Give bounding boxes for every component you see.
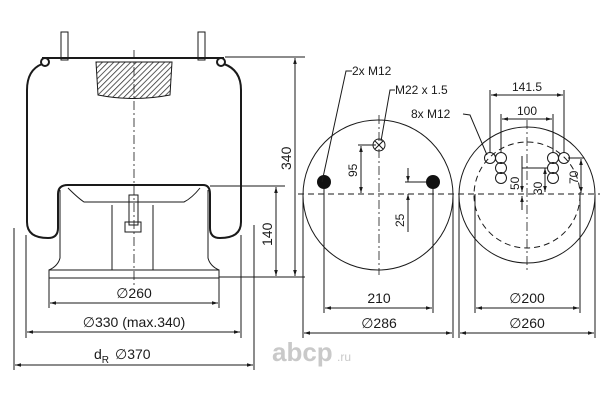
dim-30-label: 30 bbox=[531, 181, 545, 195]
dim-330-label: ∅330 (max.340) bbox=[83, 314, 185, 330]
bolt-holes bbox=[484, 152, 570, 184]
dim-50-label: 50 bbox=[508, 176, 522, 190]
bead-right bbox=[216, 57, 226, 67]
stud-left bbox=[60, 31, 69, 61]
dim-25-label: 25 bbox=[393, 213, 407, 227]
stud-hole-right bbox=[426, 175, 440, 189]
piston-cup bbox=[67, 187, 201, 203]
dim-200-label: ∅200 bbox=[509, 290, 545, 306]
watermark-brand: abcp bbox=[272, 337, 333, 367]
dim-95-label: 95 bbox=[346, 163, 360, 177]
leader-M22 bbox=[380, 89, 395, 142]
dim-260b-label: ∅260 bbox=[509, 315, 545, 331]
dim-100-label: 100 bbox=[517, 104, 537, 118]
leader-2xM12 bbox=[321, 70, 352, 183]
dim-370-label: dR∅370 bbox=[94, 346, 151, 366]
center-bolt bbox=[128, 194, 139, 226]
callout-8xM12: 8x M12 bbox=[411, 107, 451, 121]
callout-2xM12: 2x M12 bbox=[352, 64, 392, 78]
nut bbox=[124, 221, 142, 233]
side-view: 340 140 ∅260 ∅330 (max.340) dR∅370 bbox=[13, 31, 305, 370]
callout-M22: M22 x 1.5 bbox=[395, 83, 448, 97]
bottom-view: 8x M12 141.5 100 50 30 70 ∅200 ∅260 bbox=[411, 80, 596, 338]
dim-140-label: 140 bbox=[259, 222, 275, 246]
top-view: 2x M12 M22 x 1.5 95 25 210 ∅286 bbox=[298, 64, 600, 338]
dim-260-label: ∅260 bbox=[116, 285, 152, 301]
leader-8xM12 bbox=[462, 113, 488, 156]
dim-70-label: 70 bbox=[567, 170, 581, 184]
dim-141-5-label: 141.5 bbox=[512, 80, 542, 94]
stud-right bbox=[197, 31, 206, 61]
dim-286-label: ∅286 bbox=[361, 315, 397, 331]
dim-340-label: 340 bbox=[278, 146, 294, 170]
stud-hole-left bbox=[317, 175, 331, 189]
top-plate-circle bbox=[302, 119, 454, 271]
bead-left bbox=[40, 57, 50, 67]
watermark: abcp .ru bbox=[272, 337, 351, 367]
bellows bbox=[26, 63, 242, 240]
watermark-tld: .ru bbox=[337, 350, 351, 364]
dim-210-label: 210 bbox=[367, 290, 391, 306]
